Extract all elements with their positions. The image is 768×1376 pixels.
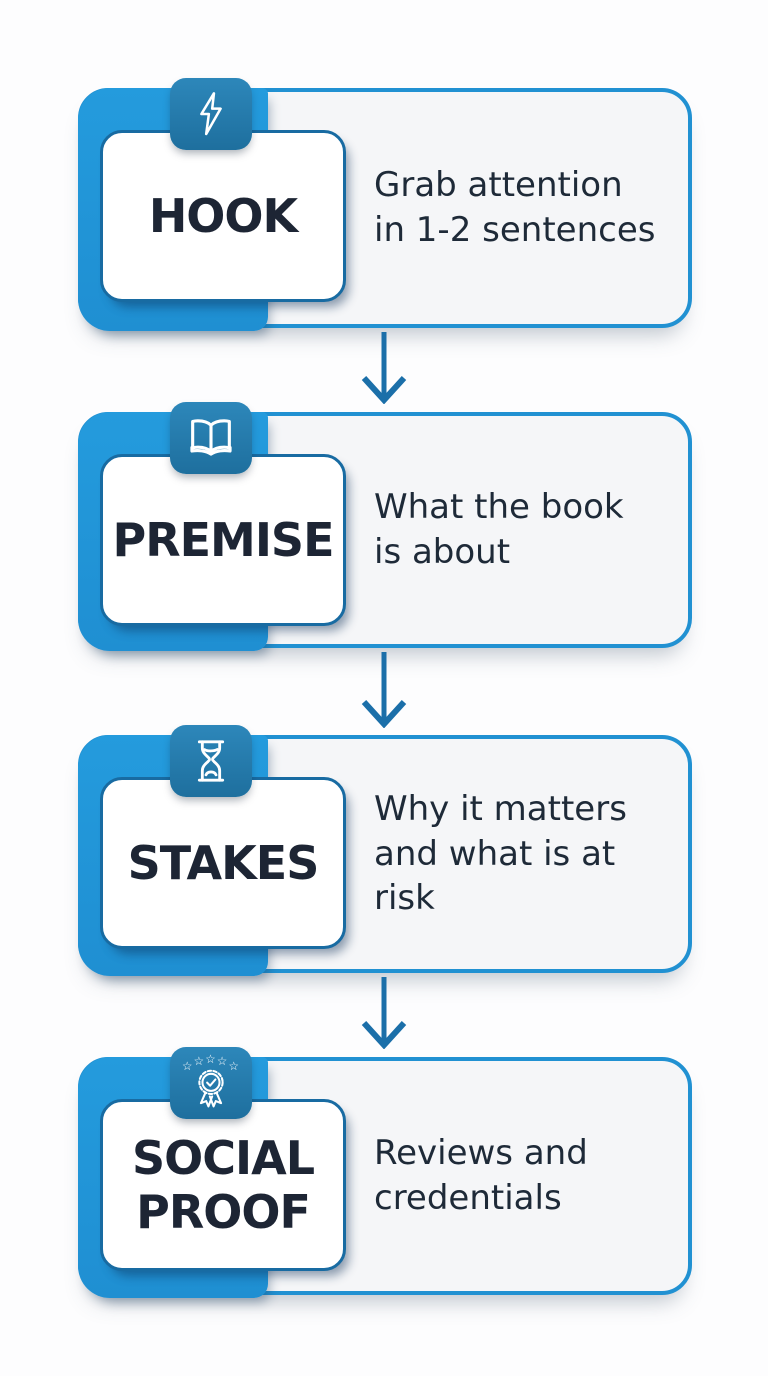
icon-badge: [170, 78, 252, 150]
icon-badge: [170, 725, 252, 797]
title-card: HOOK: [100, 130, 346, 302]
svg-text:☆: ☆: [182, 1059, 192, 1073]
flow-arrow-down: [360, 652, 408, 732]
description-line: is about: [374, 532, 511, 572]
hourglass-icon: [191, 737, 231, 785]
award-badge-icon: ☆☆☆☆☆: [180, 1054, 242, 1112]
svg-text:☆: ☆: [205, 1054, 215, 1066]
description-line: in 1-2 sentences: [374, 210, 656, 250]
title-card: PREMISE: [100, 454, 346, 626]
open-book-icon: [187, 416, 235, 460]
title-line: SOCIAL: [131, 1130, 315, 1185]
block-title: HOOK: [148, 188, 298, 243]
description-line: credentials: [374, 1178, 562, 1218]
title-line: PROOF: [136, 1185, 311, 1239]
block-title: STAKES: [127, 835, 320, 890]
description-line: What the book: [374, 487, 624, 528]
description-line: and what is at: [374, 833, 616, 874]
description-line: Grab attention: [374, 165, 623, 206]
description-line: risk: [374, 878, 435, 919]
lightning-icon: [195, 91, 227, 137]
description-line: Reviews and: [374, 1133, 588, 1174]
flow-arrow-down: [360, 332, 408, 408]
block-title: PREMISE: [112, 512, 334, 567]
svg-text:☆: ☆: [217, 1054, 227, 1068]
title-line: HOOK: [148, 188, 298, 243]
title-line: STAKES: [127, 835, 320, 890]
icon-badge: [170, 402, 252, 474]
description-line: Why it matters: [374, 788, 627, 829]
title-line: PREMISE: [112, 512, 334, 567]
flow-arrow-down: [360, 977, 408, 1053]
svg-text:☆: ☆: [194, 1054, 204, 1068]
icon-badge: ☆☆☆☆☆: [170, 1047, 252, 1119]
title-card: STAKES: [100, 777, 346, 949]
svg-text:☆: ☆: [228, 1059, 238, 1073]
